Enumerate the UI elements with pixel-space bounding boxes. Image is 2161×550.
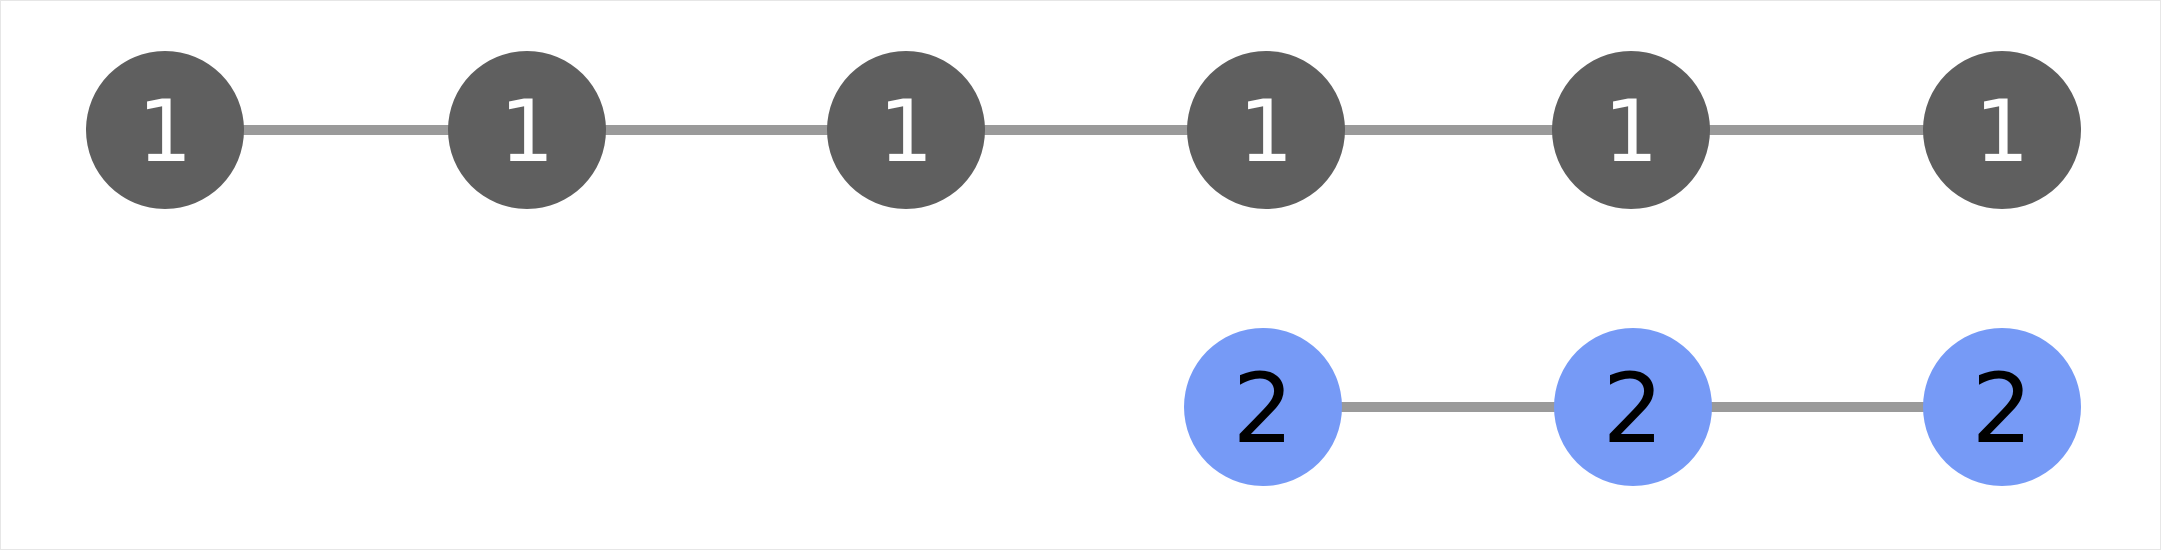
node-label: 2 [1971, 353, 2032, 465]
node-label: 1 [500, 82, 555, 182]
node-label: 1 [1975, 82, 2030, 182]
graph-node[interactable]: 2 [1554, 328, 1712, 486]
graph-node[interactable]: 1 [448, 51, 606, 209]
node-circle[interactable] [1187, 51, 1345, 209]
node-circle[interactable] [1554, 328, 1712, 486]
graph-node[interactable]: 1 [1923, 51, 2081, 209]
node-circle[interactable] [1184, 328, 1342, 486]
graph-node[interactable]: 1 [86, 51, 244, 209]
graph-node[interactable]: 1 [827, 51, 985, 209]
node-label: 1 [879, 82, 934, 182]
node-circle[interactable] [827, 51, 985, 209]
edge-layer [165, 125, 2002, 412]
graph-node[interactable]: 1 [1187, 51, 1345, 209]
node-circle[interactable] [1923, 328, 2081, 486]
node-circle[interactable] [1552, 51, 1710, 209]
graph-node[interactable]: 2 [1923, 328, 2081, 486]
node-label: 1 [1239, 82, 1294, 182]
node-layer: 1 1 1 1 1 1 2 2 2 [86, 51, 2081, 486]
node-label: 1 [138, 82, 193, 182]
graph-node[interactable]: 1 [1552, 51, 1710, 209]
node-label: 2 [1602, 353, 1663, 465]
node-circle[interactable] [1923, 51, 2081, 209]
node-label: 1 [1604, 82, 1659, 182]
node-label: 2 [1232, 353, 1293, 465]
node-circle[interactable] [86, 51, 244, 209]
node-circle[interactable] [448, 51, 606, 209]
graph-node[interactable]: 2 [1184, 328, 1342, 486]
